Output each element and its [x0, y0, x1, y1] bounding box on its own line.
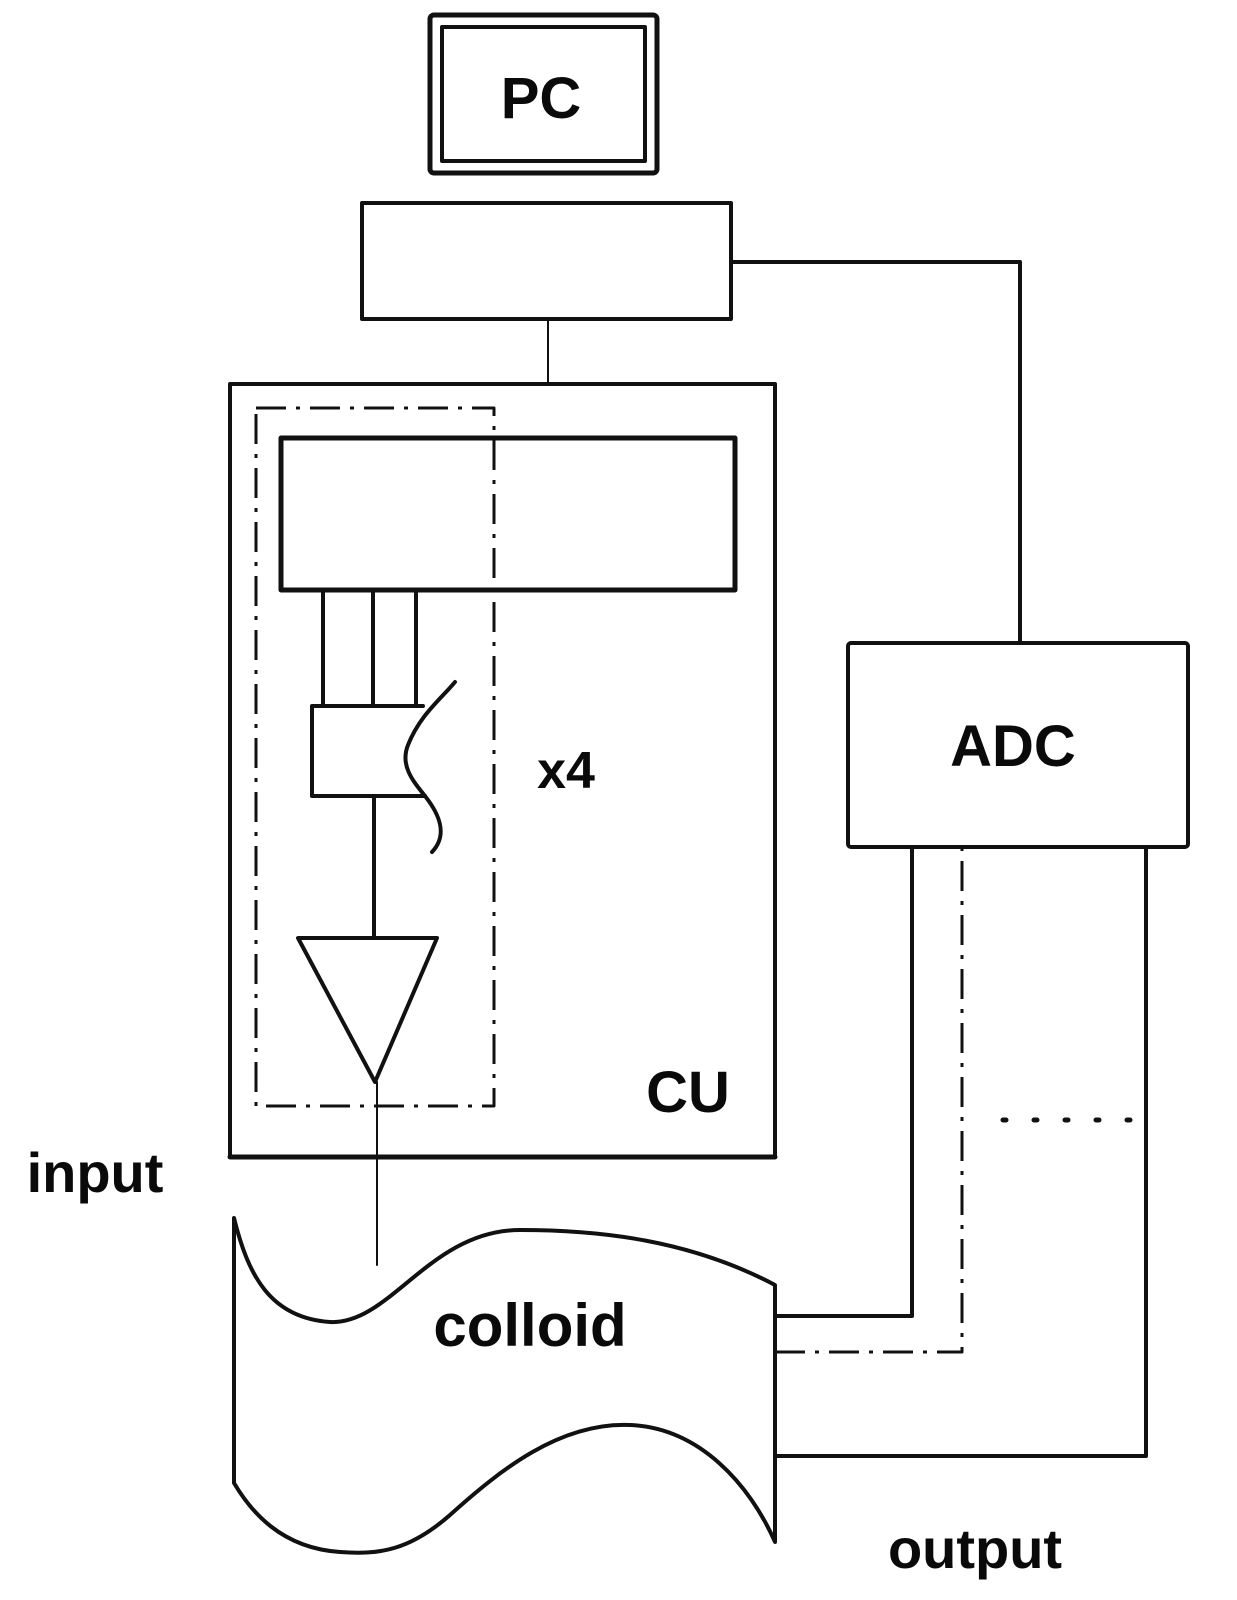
colloid-label: colloid	[433, 1292, 626, 1359]
inner-module-box	[278, 435, 738, 593]
adc-node: ADC	[846, 641, 1190, 849]
output-wire-solid-1	[773, 845, 914, 1318]
signal-generator-block	[310, 704, 427, 798]
colloid-node: colloid	[232, 1216, 777, 1555]
interface-to-adc-wire	[729, 260, 1022, 645]
input-label: input	[27, 1141, 164, 1204]
interface-box	[360, 201, 733, 321]
adc-label: ADC	[950, 714, 1076, 779]
amplifier-triangle-icon	[296, 936, 439, 1084]
sine-wave-icon	[403, 680, 457, 854]
pc-box-outer	[427, 12, 660, 176]
channel-multiplier-label: x4	[537, 742, 595, 800]
control-unit-label: CU	[646, 1060, 730, 1125]
pc-node: PC	[427, 12, 660, 176]
control-unit-node: x4 CU	[227, 382, 778, 1160]
pc-box-inner	[440, 25, 647, 163]
output-label: output	[888, 1517, 1062, 1580]
channel-group-outline	[254, 406, 496, 1108]
adc-box	[846, 641, 1190, 849]
output-wire-dashdot	[775, 847, 964, 1354]
pc-label: PC	[501, 66, 582, 131]
colloid-vessel	[232, 1216, 777, 1555]
output-wire-solid-2	[773, 845, 1148, 1458]
